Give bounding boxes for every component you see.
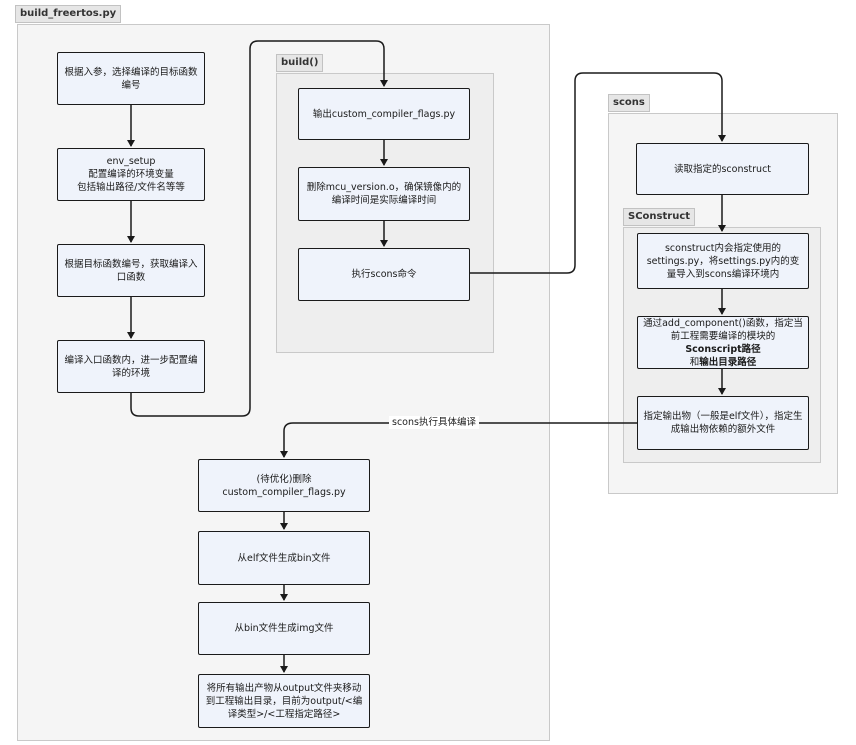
node-settings: sconstruct内会指定使用的settings.py，将settings.p…	[637, 233, 809, 289]
add-component-output-dir: 输出目录路径	[699, 356, 757, 368]
node-select-target-text: 根据入参，选择编译的目标函数编号	[64, 66, 198, 91]
node-settings-text: sconstruct内会指定使用的settings.py，将settings.p…	[646, 242, 800, 280]
node-entry-config: 编译入口函数内，进一步配置编译的环境	[57, 340, 205, 393]
node-move-output: 将所有输出产物从output文件夹移动到工程输出目录，目前为output/<编译…	[198, 674, 370, 728]
node-specify-output: 指定输出物（一般是elf文件），指定生成输出物依赖的额外文件	[637, 396, 809, 450]
node-read-sconstruct-text: 读取指定的sconstruct	[673, 163, 772, 175]
node-env-setup-line3: 包括输出路径/文件名等等	[77, 182, 185, 193]
node-get-entry: 根据目标函数编号，获取编译入口函数	[57, 244, 205, 297]
node-specify-output-text: 指定输出物（一般是elf文件），指定生成输出物依赖的额外文件	[643, 411, 803, 435]
edge-entry-config-to-output-flags	[130, 40, 388, 417]
node-bin-to-img: 从bin文件生成img文件	[198, 602, 370, 655]
node-elf-to-bin: 从elf文件生成bin文件	[198, 531, 370, 585]
edge-specify-output-to-delete-flags	[280, 422, 637, 458]
node-move-output-text: 将所有输出产物从output文件夹移动到工程输出目录，目前为output/<编译…	[205, 682, 363, 720]
add-component-sconscript: Sconscript路径	[685, 343, 761, 355]
node-env-setup: env_setup 配置编译的环境变量 包括输出路径/文件名等等	[57, 148, 205, 201]
add-component-pre: 通过add_component()函数，指定当前工程需要编译的模块的	[643, 317, 803, 342]
node-add-component-text: 通过add_component()函数，指定当前工程需要编译的模块的Sconsc…	[643, 317, 803, 369]
node-read-sconstruct: 读取指定的sconstruct	[636, 143, 809, 195]
group-label-sconstruct: SConstruct	[623, 208, 696, 226]
node-elf-to-bin-text: 从elf文件生成bin文件	[237, 552, 331, 564]
edge-label-scons-compile: scons执行具体编译	[389, 416, 479, 429]
node-select-target: 根据入参，选择编译的目标函数编号	[57, 52, 205, 105]
add-component-and: 和	[689, 356, 700, 368]
node-delete-mcu-text: 删除mcu_version.o，确保镜像内的编译时间是实际编译时间	[306, 182, 462, 206]
group-label-build: build()	[276, 54, 324, 72]
group-label-scons: scons	[608, 94, 650, 112]
node-delete-flags-line1: (待优化)删除	[256, 473, 312, 485]
node-output-flags-text: 输出custom_compiler_flags.py	[312, 108, 456, 120]
node-run-scons: 执行scons命令	[298, 248, 470, 301]
node-delete-flags-line2: custom_compiler_flags.py	[222, 486, 346, 498]
node-env-setup-title: env_setup	[106, 156, 156, 167]
node-add-component: 通过add_component()函数，指定当前工程需要编译的模块的Sconsc…	[637, 316, 809, 369]
group-label-build-freertos: build_freertos.py	[15, 5, 122, 23]
node-entry-config-text: 编译入口函数内，进一步配置编译的环境	[64, 354, 198, 379]
node-output-flags: 输出custom_compiler_flags.py	[298, 88, 470, 140]
node-bin-to-img-text: 从bin文件生成img文件	[234, 623, 334, 634]
node-delete-mcu: 删除mcu_version.o，确保镜像内的编译时间是实际编译时间	[298, 167, 470, 221]
node-delete-flags: (待优化)删除 custom_compiler_flags.py	[198, 459, 370, 512]
edge-run-scons-to-read-sconstruct	[470, 72, 726, 274]
node-get-entry-text: 根据目标函数编号，获取编译入口函数	[64, 258, 198, 283]
node-env-setup-line2: 配置编译的环境变量	[88, 169, 174, 180]
node-run-scons-text: 执行scons命令	[351, 269, 417, 280]
